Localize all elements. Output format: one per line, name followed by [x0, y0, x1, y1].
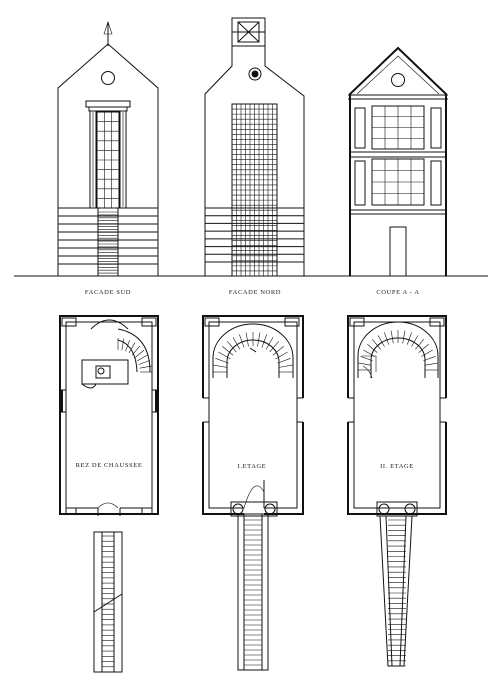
- label-etage-2: II. ETAGE: [380, 463, 414, 470]
- facade-sud-elevation: [57, 21, 159, 277]
- plan-etage-2: [346, 315, 448, 667]
- section-a-a: [348, 46, 448, 277]
- label-facade-sud: FACADE SUD: [84, 289, 132, 296]
- oculus-window: [248, 67, 262, 81]
- plan-etage-1: [201, 315, 305, 671]
- exterior-stair: [237, 513, 269, 671]
- oculus-window: [391, 73, 405, 87]
- door: [389, 226, 407, 277]
- oculus-window: [101, 71, 115, 85]
- plan-rez-de-chaussee: [59, 315, 159, 673]
- entry-stair: [97, 207, 119, 277]
- label-etage-1: I.ETAGE: [237, 463, 267, 470]
- label-coupe-a-a: COUPE A - A: [376, 289, 420, 296]
- label-rez-de-chaussee: REZ DE CHAUSSEE: [75, 462, 143, 469]
- facade-nord-elevation: [204, 17, 305, 277]
- wc-room: [81, 359, 129, 385]
- label-facade-nord: FACADE NORD: [228, 289, 282, 296]
